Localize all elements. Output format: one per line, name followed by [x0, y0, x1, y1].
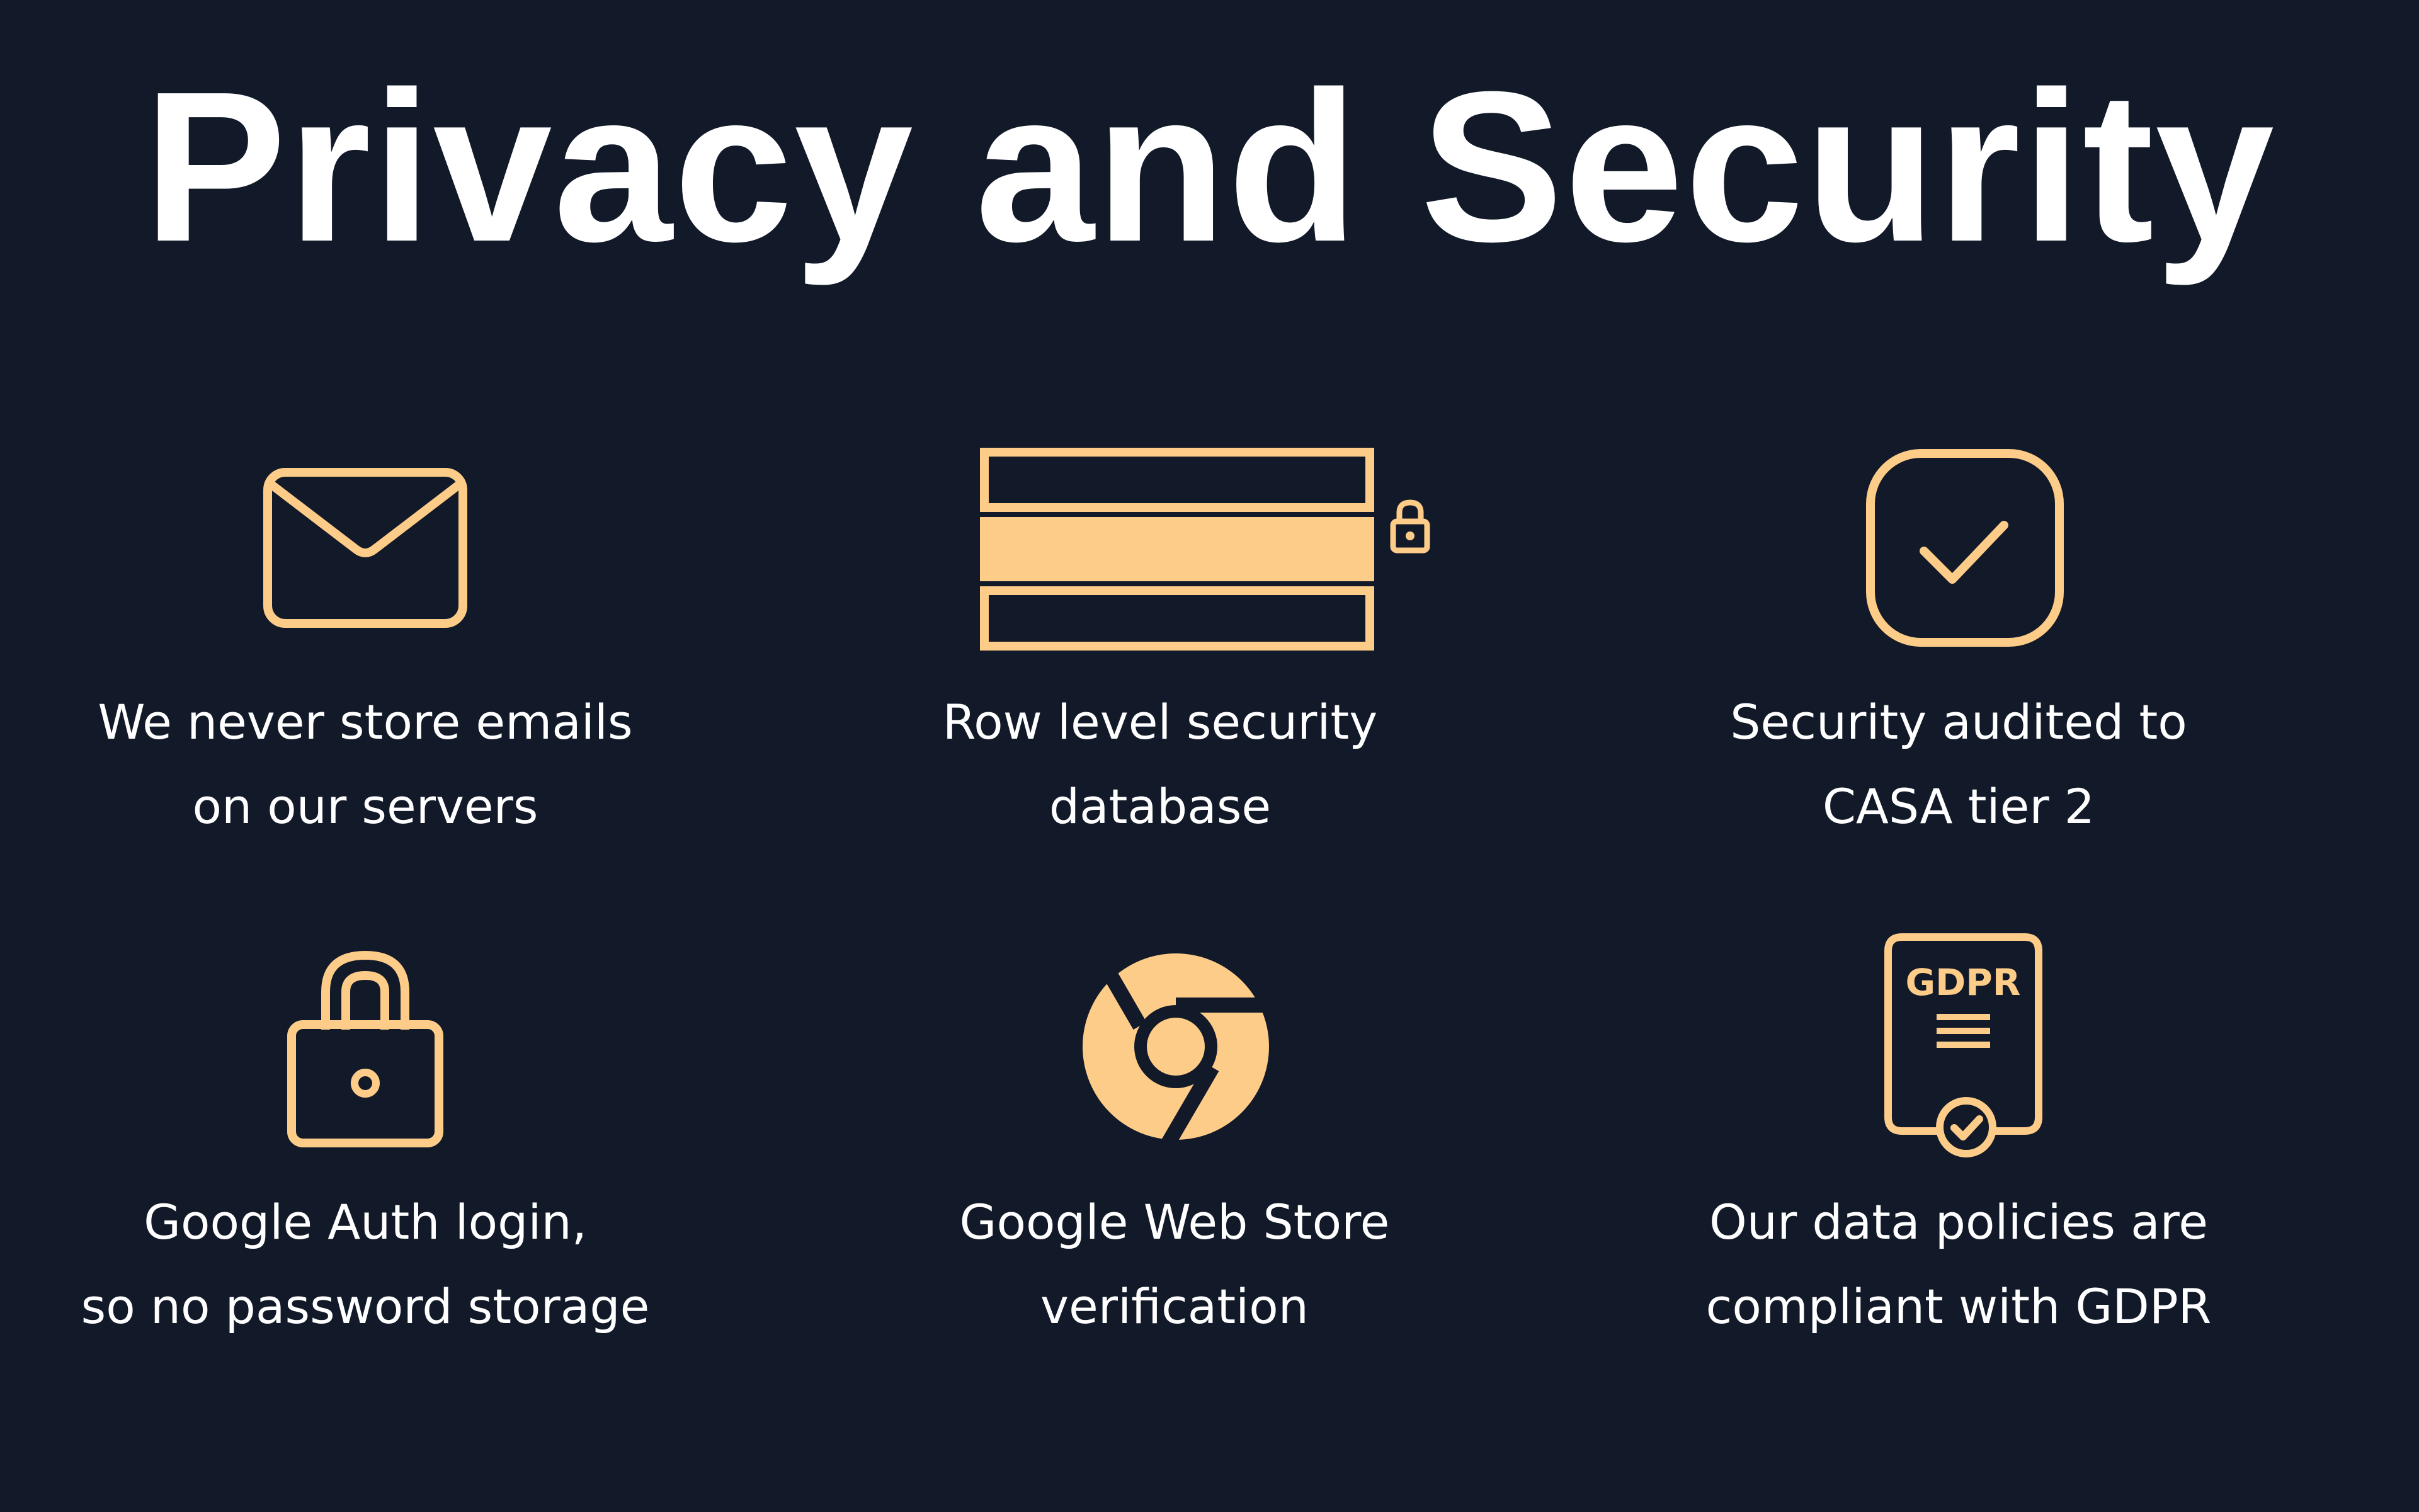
feature-caption-line: compliant with GDPR	[1705, 1278, 2212, 1334]
database-lock-icon	[980, 448, 1430, 651]
chrome-icon	[1083, 951, 1269, 1143]
page-title: Privacy and Security	[143, 47, 2276, 287]
feature-caption-line: Security audited to	[1730, 694, 2187, 750]
feature-caption-line: Google Auth login,	[144, 1194, 587, 1250]
gdpr-label: GDPR	[1906, 961, 2021, 1004]
feature-caption-auth: Google Auth login, so no password storag…	[19, 1180, 712, 1349]
feature-caption-gdpr: Our data policies are compliant with GDP…	[1612, 1180, 2305, 1349]
feature-caption-emails: We never store emails on our servers	[19, 680, 712, 849]
feature-caption-line: so no password storage	[81, 1278, 650, 1334]
gdpr-document-icon: GDPR	[1884, 933, 2042, 1157]
feature-caption-line: Row level security	[942, 694, 1378, 750]
feature-caption-line: on our servers	[192, 778, 538, 834]
feature-caption-line: CASA tier 2	[1822, 778, 2095, 834]
feature-caption-casa: Security audited to CASA tier 2	[1612, 680, 2305, 849]
feature-caption-line: verification	[1040, 1278, 1309, 1334]
feature-caption-line: We never store emails	[98, 694, 633, 750]
feature-caption-webstore: Google Web Store verification	[828, 1180, 1521, 1349]
feature-caption-line: Our data policies are	[1709, 1194, 2209, 1250]
padlock-icon	[287, 950, 443, 1147]
checkbox-check-icon	[1866, 449, 2064, 647]
feature-caption-line: Google Web Store	[959, 1194, 1390, 1250]
feature-caption-database: Row level security database	[814, 680, 1506, 849]
feature-caption-line: database	[1049, 778, 1272, 834]
envelope-icon	[263, 468, 467, 628]
